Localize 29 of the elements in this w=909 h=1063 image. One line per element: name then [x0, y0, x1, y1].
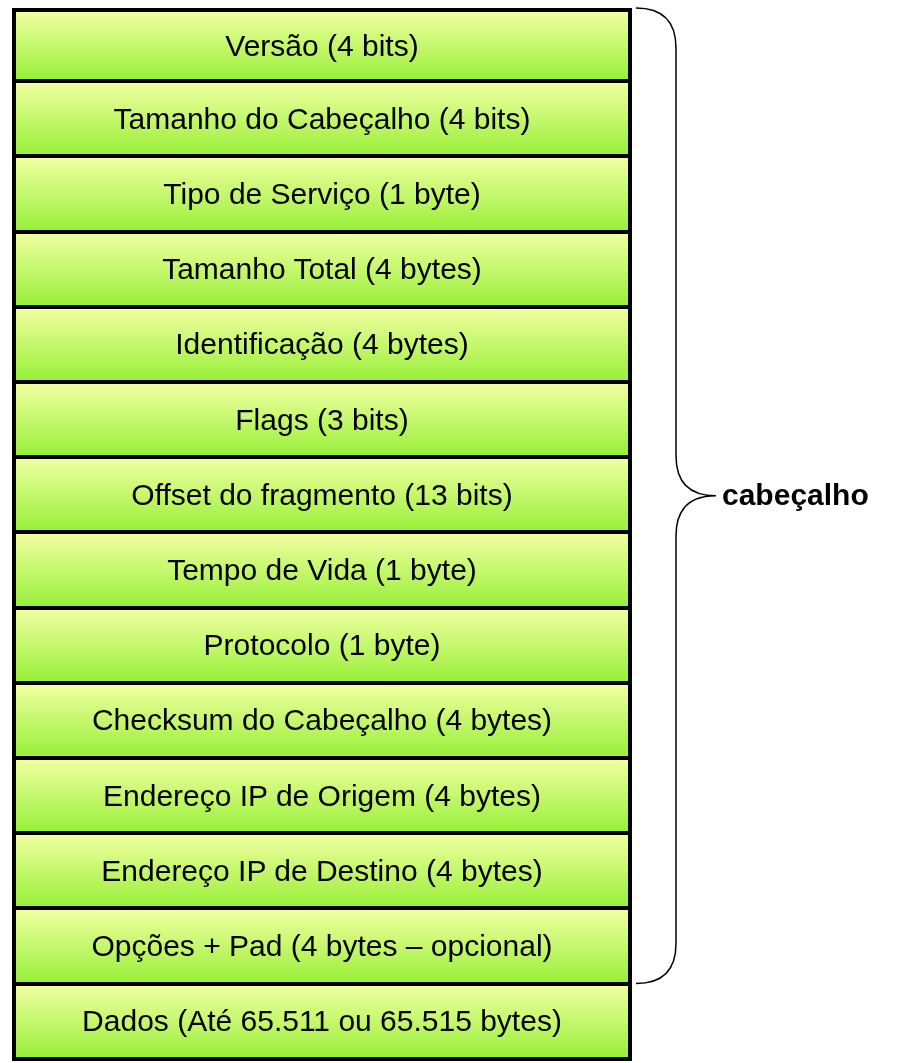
header-field-box	[12, 534, 632, 610]
header-field-box	[12, 158, 632, 234]
header-field-box	[12, 910, 632, 986]
field-label: Tempo de Vida (1 byte)	[167, 553, 477, 587]
header-field-box	[12, 8, 632, 84]
field-label: Flags (3 bits)	[235, 402, 409, 437]
header-field-box	[12, 233, 632, 309]
header-field-box	[12, 609, 632, 685]
field-label: Checksum do Cabeçalho (4 bytes)	[91, 703, 553, 738]
field-label: Tamanho do Cabeçalho (4 bits)	[113, 101, 531, 136]
brace-label: cabeçalho	[722, 477, 869, 512]
field-label: Versão (4 bits)	[225, 28, 419, 63]
header-field-box	[12, 459, 632, 535]
header-field-box	[12, 835, 632, 911]
header-field-box	[12, 985, 632, 1061]
field-label: Tipo de Serviço (1 byte)	[163, 177, 481, 211]
field-label: Protocolo (1 byte)	[203, 628, 441, 663]
field-label: Endereço IP de Origem (4 bytes)	[103, 778, 541, 813]
field-label: Offset do fragmento (13 bits)	[131, 477, 513, 512]
header-field-box	[12, 760, 632, 836]
field-label: Identificação (4 bytes)	[175, 327, 469, 362]
field-label: Dados (Até 65.511 ou 65.515 bytes)	[82, 1004, 562, 1039]
header-field-box	[12, 384, 632, 460]
field-label: Endereço IP de Destino (4 bytes)	[101, 853, 543, 888]
field-label: Tamanho Total (4 bytes)	[162, 252, 482, 287]
field-label: Opções + Pad (4 bytes – opcional)	[91, 929, 553, 963]
header-field-box	[12, 308, 632, 384]
header-field-box	[12, 83, 632, 159]
header-field-box	[12, 684, 632, 760]
